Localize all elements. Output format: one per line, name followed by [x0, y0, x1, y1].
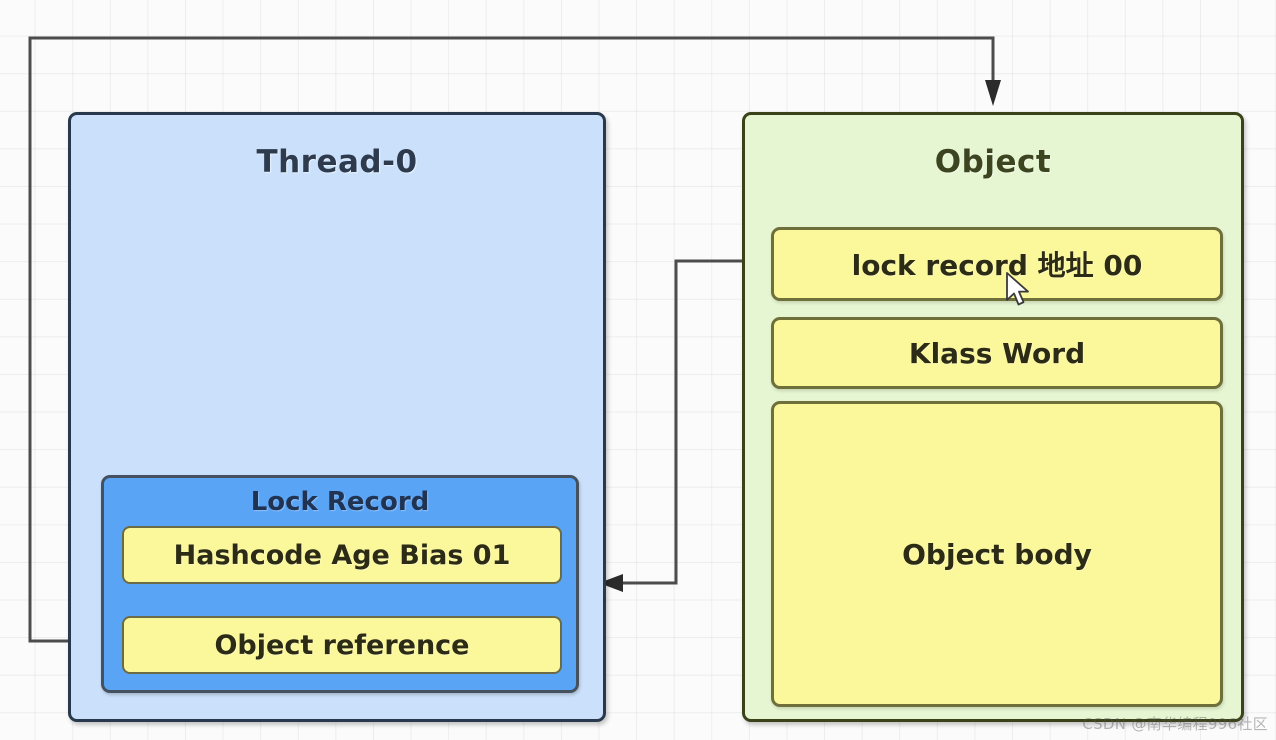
- object-panel[interactable]: Object lock record 地址 00 Klass Word Obje…: [742, 112, 1244, 722]
- mouse-pointer-icon: [1006, 272, 1029, 306]
- thread-panel[interactable]: Thread-0 Lock Record Hashcode Age Bias 0…: [68, 112, 606, 722]
- arrowhead-down-icon: [985, 80, 1001, 106]
- lock-record-title: Lock Record: [250, 487, 430, 517]
- lock-record-box[interactable]: Lock Record Hashcode Age Bias 01 Object …: [101, 475, 579, 693]
- object-slot-object-body[interactable]: Object body: [771, 401, 1223, 707]
- thread-panel-title: Thread-0: [256, 144, 418, 180]
- object-slot-mark-word[interactable]: lock record 地址 00: [771, 227, 1223, 301]
- lock-record-slot-object-reference[interactable]: Object reference: [122, 616, 562, 674]
- object-slot-klass-word[interactable]: Klass Word: [771, 317, 1223, 389]
- lock-record-slot-hashcode[interactable]: Hashcode Age Bias 01: [122, 526, 562, 584]
- object-panel-title: Object: [934, 144, 1052, 180]
- watermark: CSDN @南华编程996社区: [1082, 715, 1268, 733]
